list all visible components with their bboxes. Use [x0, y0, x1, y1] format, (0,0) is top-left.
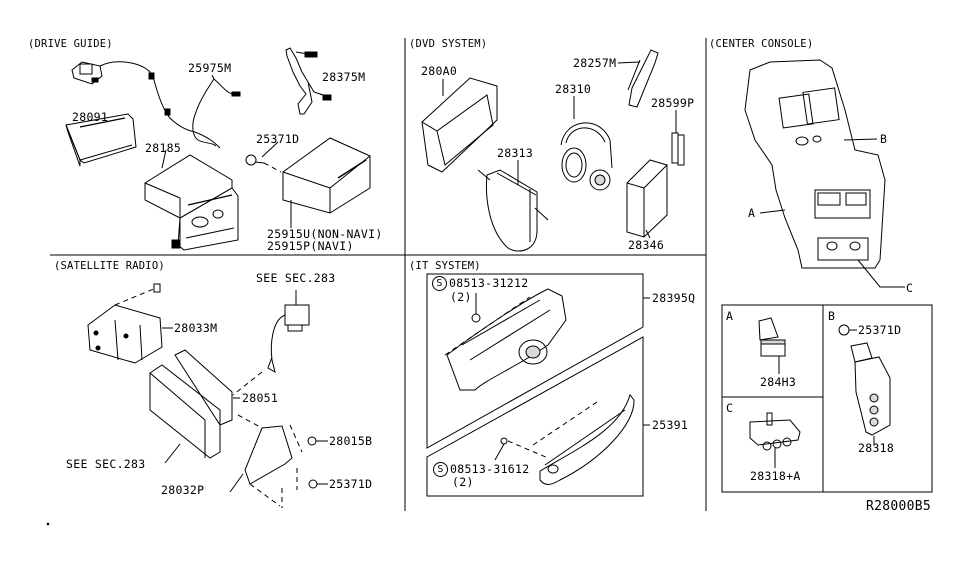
- part-label-25371D-sr[interactable]: 25371D: [329, 477, 373, 491]
- part-label-28395Q[interactable]: 28395Q: [652, 291, 696, 305]
- callout-A[interactable]: A: [748, 206, 756, 220]
- part-label-28313[interactable]: 28313: [497, 146, 534, 160]
- nut-28015B-drawing: [307, 436, 328, 446]
- part-label-28091[interactable]: 28091: [72, 110, 109, 124]
- stray-dot: [46, 522, 50, 526]
- detail-box-frame: [721, 304, 933, 493]
- radio-unit-28185-drawing: [144, 149, 239, 251]
- detail-A-letter: A: [726, 309, 734, 323]
- callout-B[interactable]: B: [880, 132, 888, 146]
- center-console-artwork: [744, 59, 905, 288]
- drive-guide-artwork: [65, 47, 371, 251]
- part-label-25915P[interactable]: 25915P(NAVI): [267, 239, 354, 253]
- dvd-screen-280A0-drawing: [421, 77, 498, 173]
- callout-C-leader: [857, 259, 905, 288]
- gps-antenna-drawing: [71, 61, 103, 85]
- part-label-28310[interactable]: 28310: [555, 82, 592, 96]
- tuner-28051-drawing: [149, 349, 240, 464]
- qty-08513-31212: (2): [450, 290, 472, 304]
- part-label-28032P[interactable]: 28032P: [161, 483, 205, 497]
- callout-A-leader: [759, 209, 786, 214]
- satellite-radio-artwork: [87, 283, 328, 508]
- screw-25371D-drawing: [245, 141, 282, 173]
- headphones-28310-drawing: [560, 96, 613, 191]
- connector-284H3-drawing: [758, 317, 786, 374]
- control-panel-28395Q-drawing: [444, 288, 567, 391]
- part-label-see-sec-283-bottom[interactable]: SEE SEC.283: [66, 457, 146, 471]
- part-label-25975M[interactable]: 25975M: [188, 61, 232, 75]
- part-label-28318[interactable]: 28318: [858, 441, 895, 455]
- switch-28318-drawing: [838, 324, 891, 446]
- part-label-28033M[interactable]: 28033M: [174, 321, 218, 335]
- it-lower-frame: [426, 336, 644, 497]
- display-28091-drawing: [65, 113, 137, 167]
- standard-part-s-icon: S: [433, 462, 448, 477]
- part-label-280A0[interactable]: 280A0: [421, 64, 458, 78]
- part-label-28375M[interactable]: 28375M: [322, 70, 366, 84]
- switch-28318A-drawing: [749, 412, 801, 468]
- part-label-25915U[interactable]: 25915U(NON-NAVI): [267, 227, 383, 241]
- screw-25371D-sr-drawing: [296, 468, 328, 490]
- part-label-28185[interactable]: 28185: [145, 141, 182, 155]
- console-outline: [744, 59, 886, 269]
- module-28346-drawing: [626, 159, 668, 239]
- part-label-25371D[interactable]: 25371D: [256, 132, 300, 146]
- detail-C-letter: C: [726, 401, 734, 415]
- part-label-25391[interactable]: 25391: [652, 418, 689, 432]
- section-title-it-system: (IT SYSTEM): [409, 260, 481, 272]
- dvd-system-artwork: [421, 49, 685, 252]
- carry-bag-28313-drawing: [477, 160, 549, 252]
- part-label-284H3[interactable]: 284H3: [760, 375, 797, 389]
- callout-B-leader: [843, 138, 878, 141]
- part-label-28346[interactable]: 28346: [628, 238, 665, 252]
- part-label-28015B[interactable]: 28015B: [329, 434, 373, 448]
- section-dividers: [50, 38, 707, 511]
- callout-C[interactable]: C: [906, 281, 914, 295]
- part-label-see-sec-283-top[interactable]: SEE SEC.283: [256, 271, 336, 285]
- antenna-module-drawing: [232, 290, 310, 396]
- part-label-28257M[interactable]: 28257M: [573, 56, 617, 70]
- section-title-center-console: (CENTER CONSOLE): [709, 38, 814, 50]
- qty-08513-31612: (2): [452, 475, 474, 489]
- part-label-25371D-detail[interactable]: 25371D: [858, 323, 902, 337]
- harness-28375M-drawing: [285, 47, 332, 115]
- bracket-28033M-drawing: [87, 283, 173, 364]
- antenna-cable-drawing: [99, 61, 221, 149]
- section-title-drive-guide: (DRIVE GUIDE): [28, 38, 113, 50]
- batteries-28599P-drawing: [671, 110, 685, 166]
- drawing-id: R28000B5: [866, 499, 932, 514]
- detail-boxes: [721, 304, 933, 493]
- it-upper-frame: [426, 273, 644, 449]
- part-label-28051[interactable]: 28051: [242, 391, 279, 405]
- section-title-satellite-radio: (SATELLITE RADIO): [54, 260, 165, 272]
- part-number: 08513-31612: [450, 462, 530, 476]
- bracket-28032P-drawing: [229, 414, 303, 508]
- part-label-28318A[interactable]: 28318+A: [750, 469, 801, 483]
- nav-unit-25915-drawing: [282, 137, 371, 228]
- detail-B-letter: B: [828, 309, 836, 323]
- section-title-dvd-system: (DVD SYSTEM): [409, 38, 488, 50]
- cable-25975M-drawing: [192, 78, 217, 147]
- remote-28257M-drawing: [617, 49, 659, 108]
- standard-part-s-icon: S: [432, 276, 447, 291]
- part-number: 08513-31212: [449, 276, 529, 290]
- it-system-artwork: [426, 273, 650, 497]
- part-label-28599P[interactable]: 28599P: [651, 96, 695, 110]
- finisher-25391-drawing: [494, 393, 635, 485]
